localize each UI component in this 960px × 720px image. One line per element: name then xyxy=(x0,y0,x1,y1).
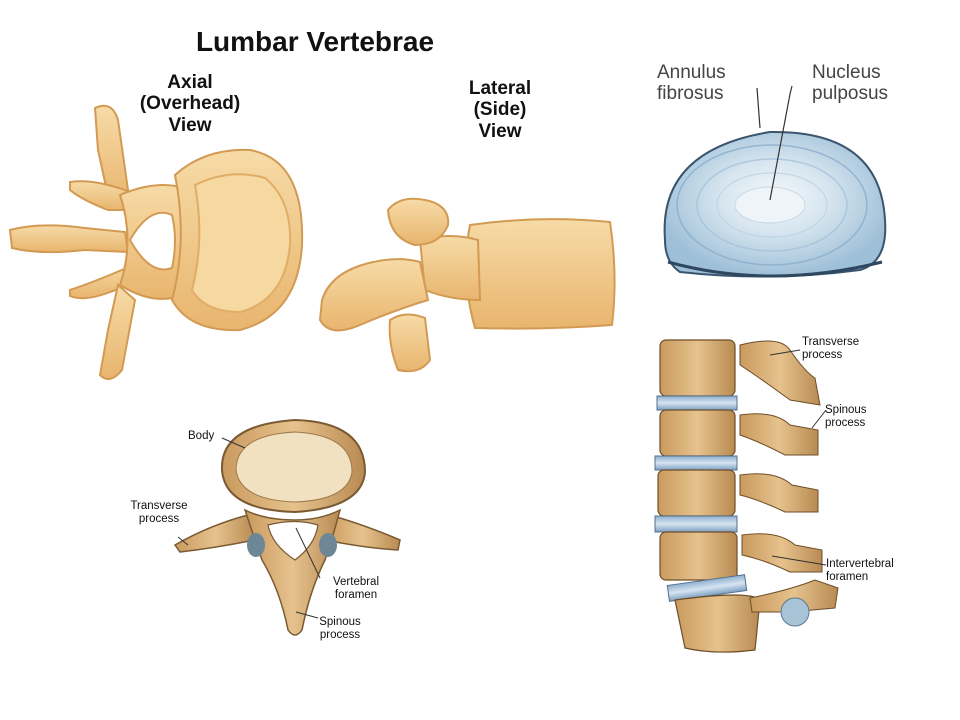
column-process-5 xyxy=(749,579,839,613)
superior-right-facet xyxy=(319,533,337,557)
lumbar-column-illustration xyxy=(654,339,839,653)
column-transverse-process-label: Transverse process xyxy=(802,336,860,361)
lateral-superior-articular xyxy=(386,197,450,247)
vertebral-foramen-label: Vertebral foramen xyxy=(332,576,380,601)
column-process-4 xyxy=(741,533,823,573)
column-process-1 xyxy=(739,340,821,406)
disc-underside xyxy=(667,260,883,278)
lateral-vertebra-illustration xyxy=(318,197,616,373)
column-body-1 xyxy=(659,339,736,397)
disc-ring-1 xyxy=(676,144,868,266)
annulus-leader xyxy=(756,87,761,129)
disc-ring-3 xyxy=(716,172,828,238)
lateral-view-label: Lateral (Side) View xyxy=(468,78,532,142)
intervertebral-foramen-label: Intervertebral foramen xyxy=(826,558,894,583)
column-spinous-process-label: Spinous process xyxy=(825,404,867,429)
column-disc-3 xyxy=(654,515,738,533)
axial-view-label: Axial (Overhead) View xyxy=(139,72,241,136)
intervertebral-disc-illustration xyxy=(663,85,887,278)
lateral-inferior-articular xyxy=(388,313,432,373)
disc-ring-2 xyxy=(696,158,848,252)
body-label: Body xyxy=(188,430,215,442)
body-leader xyxy=(221,437,246,449)
nucleus-pulposus-label: Nucleus pulposus xyxy=(812,62,889,105)
superior-left-facet xyxy=(247,533,265,557)
spinous-leader xyxy=(295,611,319,619)
column-process-3 xyxy=(739,473,819,513)
superior-body-spongy xyxy=(235,431,353,503)
column-transverse-leader xyxy=(769,349,801,356)
column-body-5 xyxy=(674,594,761,653)
superior-vertebral-foramen xyxy=(267,520,319,561)
annulus-fibrosus-label: Annulus fibrosus xyxy=(657,62,726,105)
lateral-vertebral-body xyxy=(465,218,616,330)
superior-vertebra-illustration xyxy=(173,418,401,636)
lateral-spinous-process xyxy=(318,258,430,332)
column-process-2 xyxy=(739,413,819,456)
foramen-leader xyxy=(295,527,321,579)
column-disc-2 xyxy=(654,455,738,471)
column-spinous-leader xyxy=(811,409,827,429)
axial-body-inner xyxy=(190,173,292,314)
lateral-pedicle xyxy=(418,235,482,302)
column-body-3 xyxy=(657,469,736,517)
axial-vertebra-illustration xyxy=(8,104,304,380)
axial-vertebral-foramen xyxy=(128,211,176,271)
superior-arch xyxy=(243,508,342,636)
column-intervertebral-leader xyxy=(771,555,827,566)
column-foramen-nerve xyxy=(780,597,810,627)
column-disc-1 xyxy=(656,395,738,411)
disc-nucleus xyxy=(734,186,806,224)
superior-spinous-process-label: Spinous process xyxy=(319,616,361,641)
axial-spinous-process xyxy=(8,224,130,254)
axial-lower-transverse xyxy=(98,283,137,380)
transverse-leader xyxy=(177,536,189,546)
superior-transverse-process-label: Transverse process xyxy=(130,500,188,525)
diagram-title: Lumbar Vertebrae xyxy=(195,26,435,57)
nucleus-leader xyxy=(769,85,793,201)
column-body-2 xyxy=(659,409,736,457)
column-body-4 xyxy=(659,531,738,581)
